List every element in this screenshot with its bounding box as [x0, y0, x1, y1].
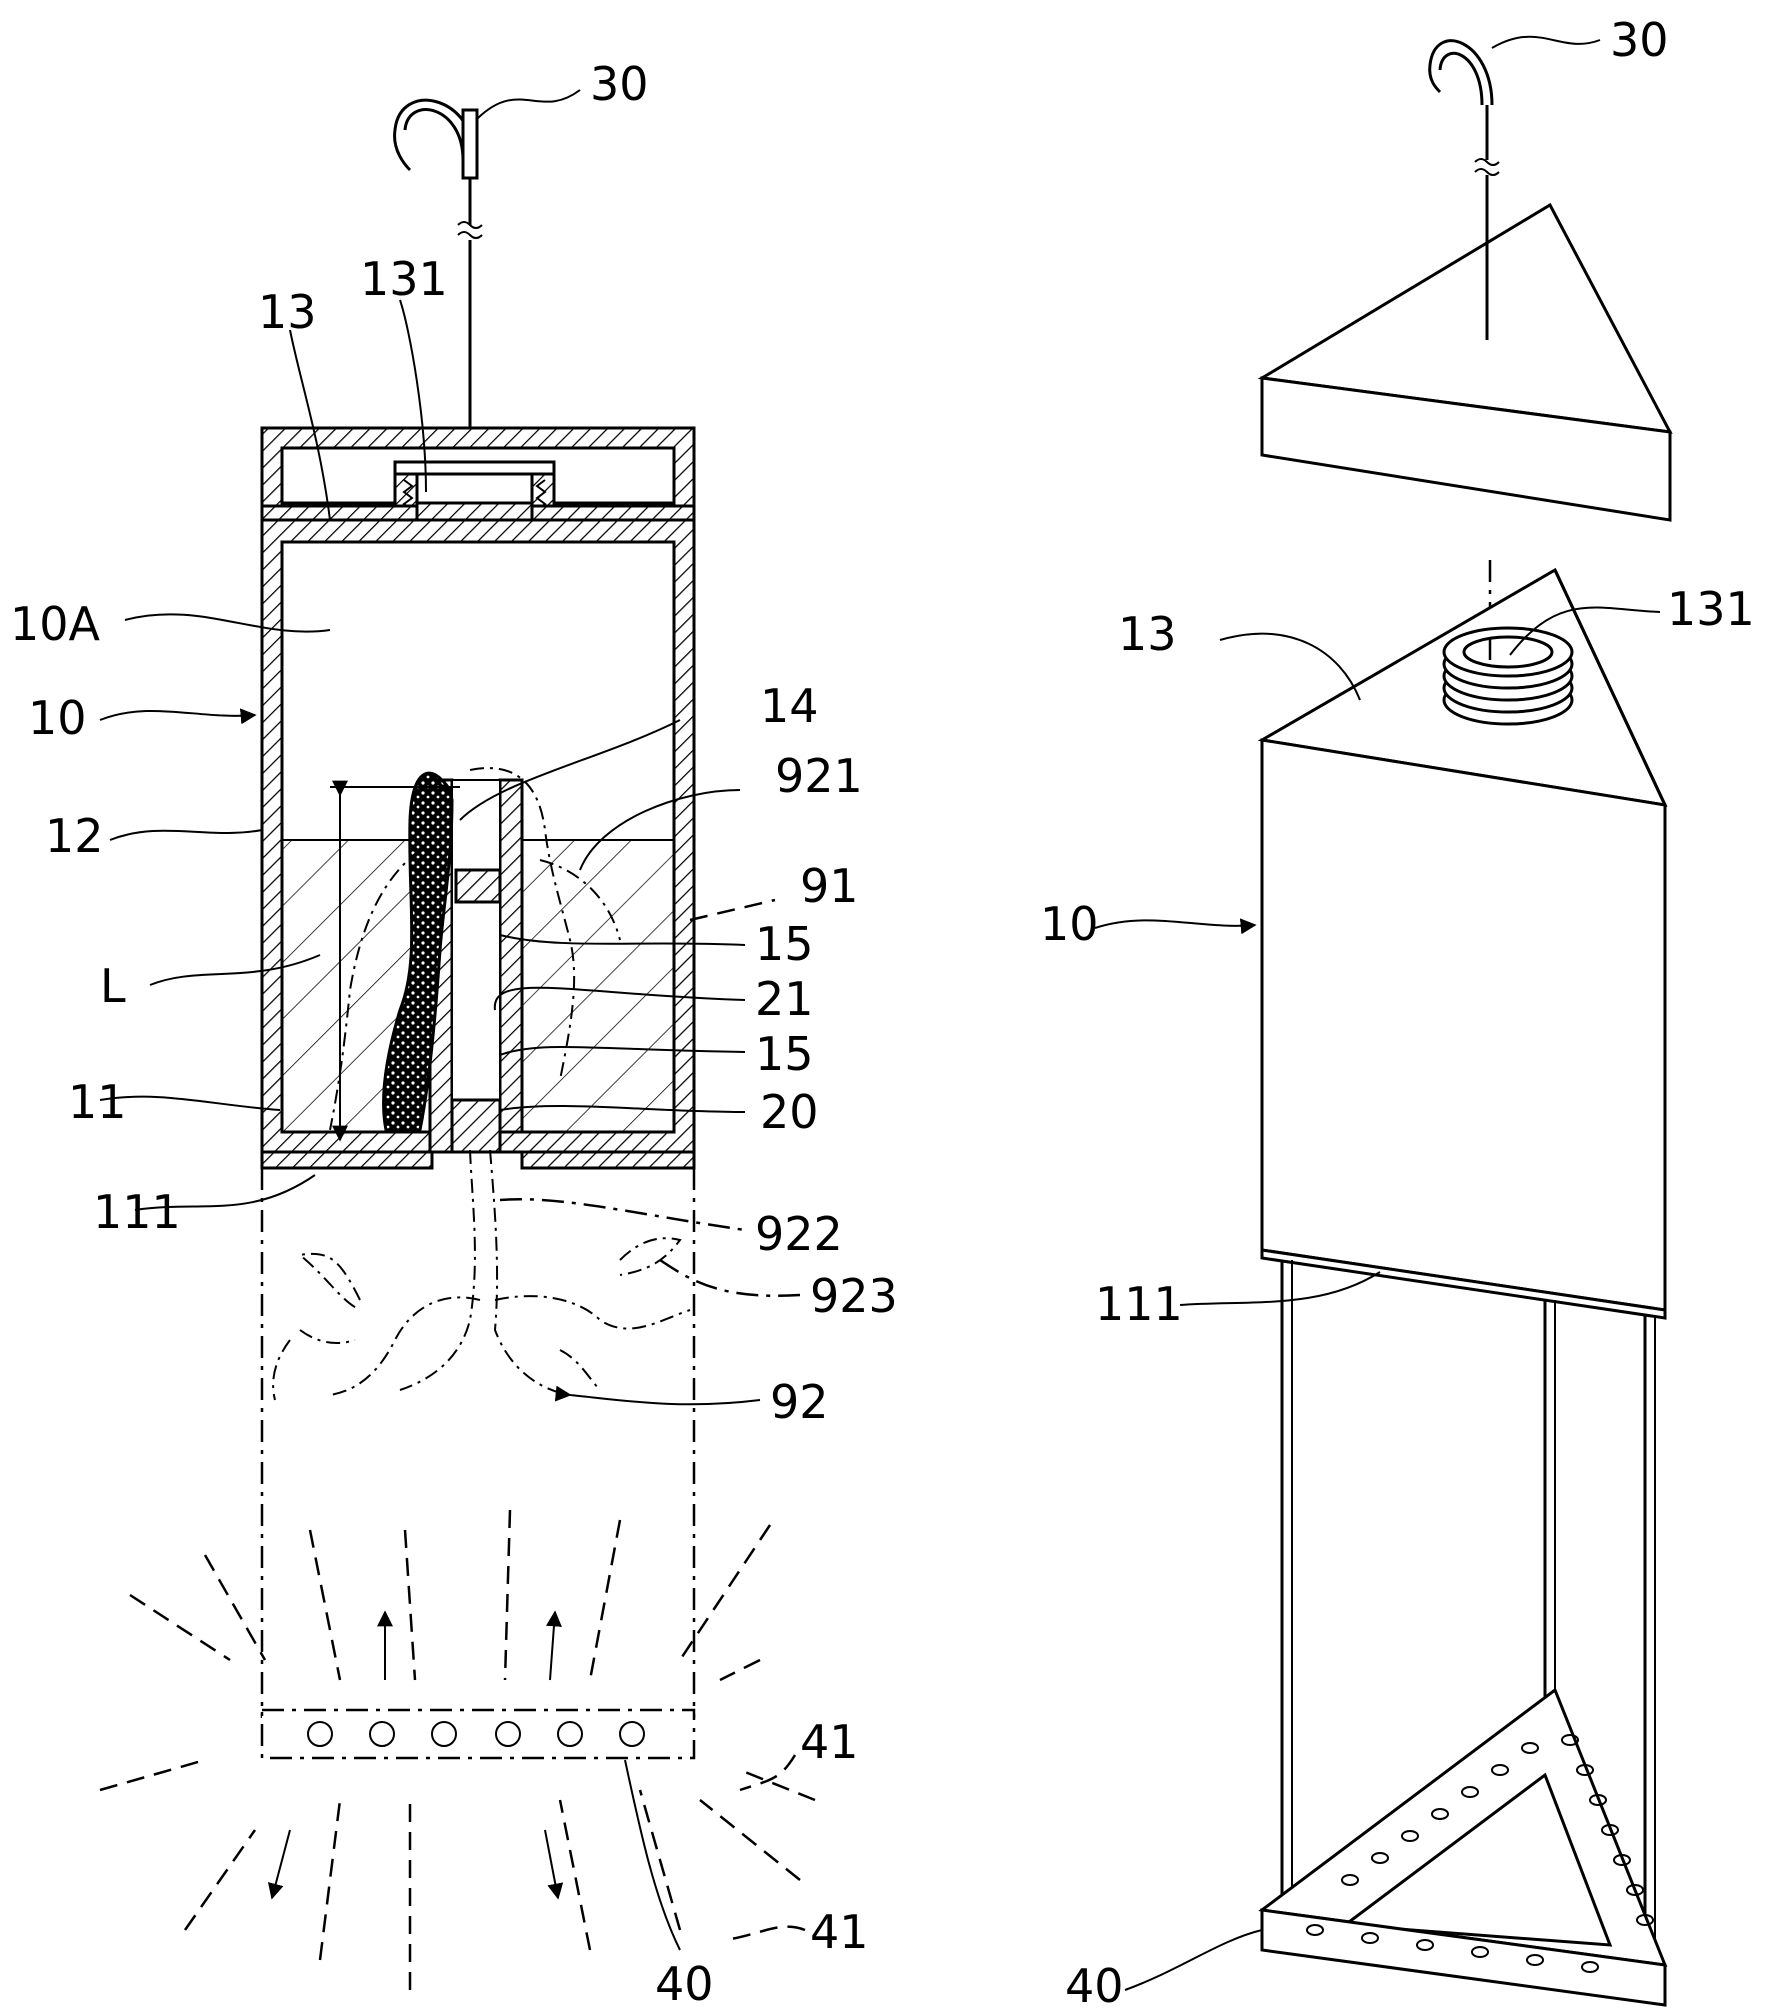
cap-top-right	[1257, 202, 1673, 522]
light-source-40	[260, 1708, 696, 1760]
label-body-10-right: 10	[1040, 897, 1099, 951]
label-14: 14	[760, 679, 819, 733]
label-root-922: 922	[755, 1207, 843, 1261]
label-cap-thread-131-right: 131	[1667, 582, 1755, 636]
label-bottom-11: 11	[68, 1075, 127, 1129]
light-source-40-right	[1258, 1687, 1668, 2007]
label-light-source-40: 40	[655, 1957, 714, 2011]
label-light-source-40-right: 40	[1065, 1959, 1124, 2011]
label-chamber-10A: 10A	[10, 597, 101, 651]
label-passage-21: 21	[755, 972, 814, 1026]
bottom-plate-left	[260, 1150, 434, 1170]
leaders-left	[99, 89, 806, 1951]
label-bottom-plate-111-right: 111	[1095, 1277, 1183, 1331]
light-rays-41	[99, 1509, 816, 1990]
left-view: 30 131 13 10A 10 14 921 12 91 L 15 21 15…	[10, 57, 898, 2011]
envelope-outline	[260, 1168, 696, 1718]
label-hook-30: 30	[590, 57, 649, 111]
neck-131-right	[1442, 626, 1574, 726]
labels-left: 30 131 13 10A 10 14 921 12 91 L 15 21 15…	[10, 57, 898, 2011]
label-seal-lower-15: 15	[755, 1027, 814, 1081]
label-bottom-plate-111: 111	[93, 1185, 181, 1239]
label-cap-13: 13	[258, 285, 317, 339]
light-holes-right	[1306, 1734, 1654, 1973]
bottom-plate-right	[520, 1150, 696, 1170]
label-tube-20: 20	[760, 1085, 819, 1139]
label-cap-13-right: 13	[1118, 607, 1177, 661]
label-leaf-923: 923	[810, 1269, 898, 1323]
label-dimension-L: L	[100, 959, 126, 1013]
labels-right: 30 13 131 10 111 40	[1040, 13, 1755, 2013]
label-liquid-91: 91	[800, 859, 859, 913]
label-side-wall-12: 12	[45, 809, 104, 863]
hook-30	[393, 98, 483, 430]
label-body-10: 10	[28, 691, 87, 745]
light-holes	[307, 1721, 645, 1747]
label-hook-30-right: 30	[1610, 13, 1669, 67]
label-921: 921	[775, 749, 863, 803]
label-light-41-a: 41	[800, 1715, 859, 1769]
label-plant-92: 92	[770, 1375, 829, 1429]
label-light-41-b: 41	[810, 1905, 869, 1959]
support-rods	[1280, 1260, 1656, 1985]
wick-14	[382, 771, 454, 1132]
dimension-L	[330, 780, 460, 1142]
label-seal-upper-15: 15	[755, 917, 814, 971]
leaders-right	[1094, 35, 1661, 1991]
plant-92-phantom	[272, 767, 691, 1401]
label-cap-thread-131: 131	[360, 252, 448, 306]
right-view: 30 13 131 10 111 40	[1040, 13, 1755, 2013]
